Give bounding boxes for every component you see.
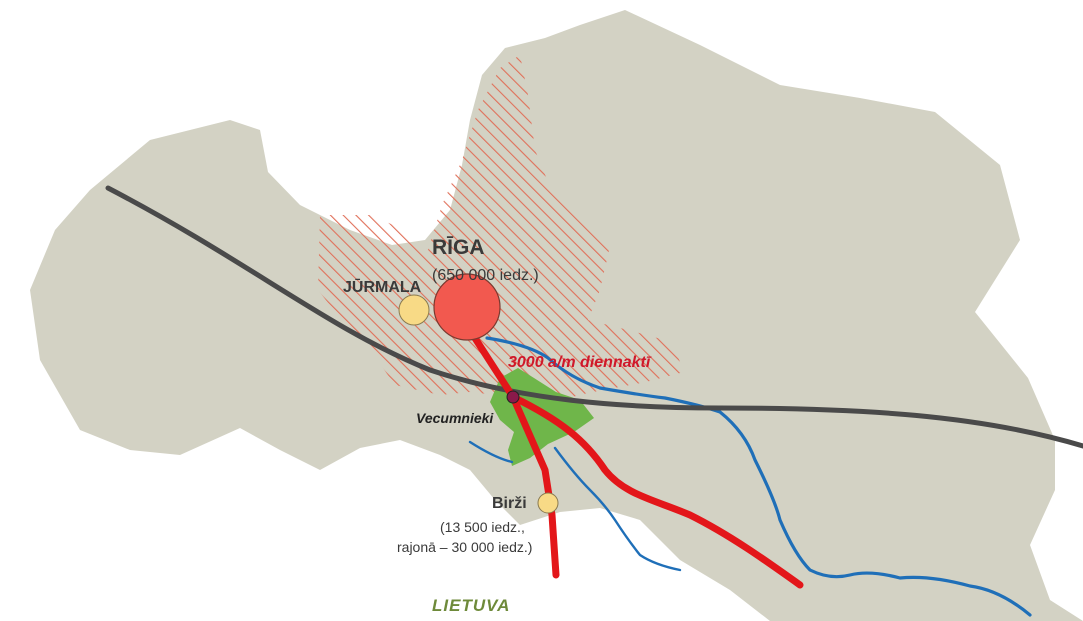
road-vecumnieki-southeast — [509, 393, 804, 589]
birzi-population-label-2: rajonā – 30 000 iedz.) — [397, 539, 532, 555]
river-lielupe-tributary — [485, 336, 1032, 617]
jurmala-label: JŪRMALA — [343, 277, 422, 296]
river-west — [468, 440, 514, 464]
riga-marker[interactable] — [433, 273, 501, 341]
railway-line — [105, 185, 1083, 449]
birzi-population-label-1: (13 500 iedz., — [440, 519, 525, 535]
vecumnieki-marker[interactable] — [506, 390, 520, 404]
riga-population-label: (650 000 iedz.) — [432, 267, 539, 284]
vecumnieki-label: Vecumnieki — [416, 410, 494, 426]
lithuania-label: LIETUVA — [432, 596, 510, 615]
traffic-volume-label: 3000 a/m diennaktī — [508, 354, 652, 371]
river-secondary — [553, 446, 682, 572]
birzi-label: Birži — [492, 495, 527, 512]
jurmala-marker[interactable] — [398, 294, 430, 326]
road-riga-birzi — [458, 314, 560, 579]
birzi-marker[interactable] — [537, 492, 559, 514]
riga-label: RĪGA — [432, 236, 485, 259]
